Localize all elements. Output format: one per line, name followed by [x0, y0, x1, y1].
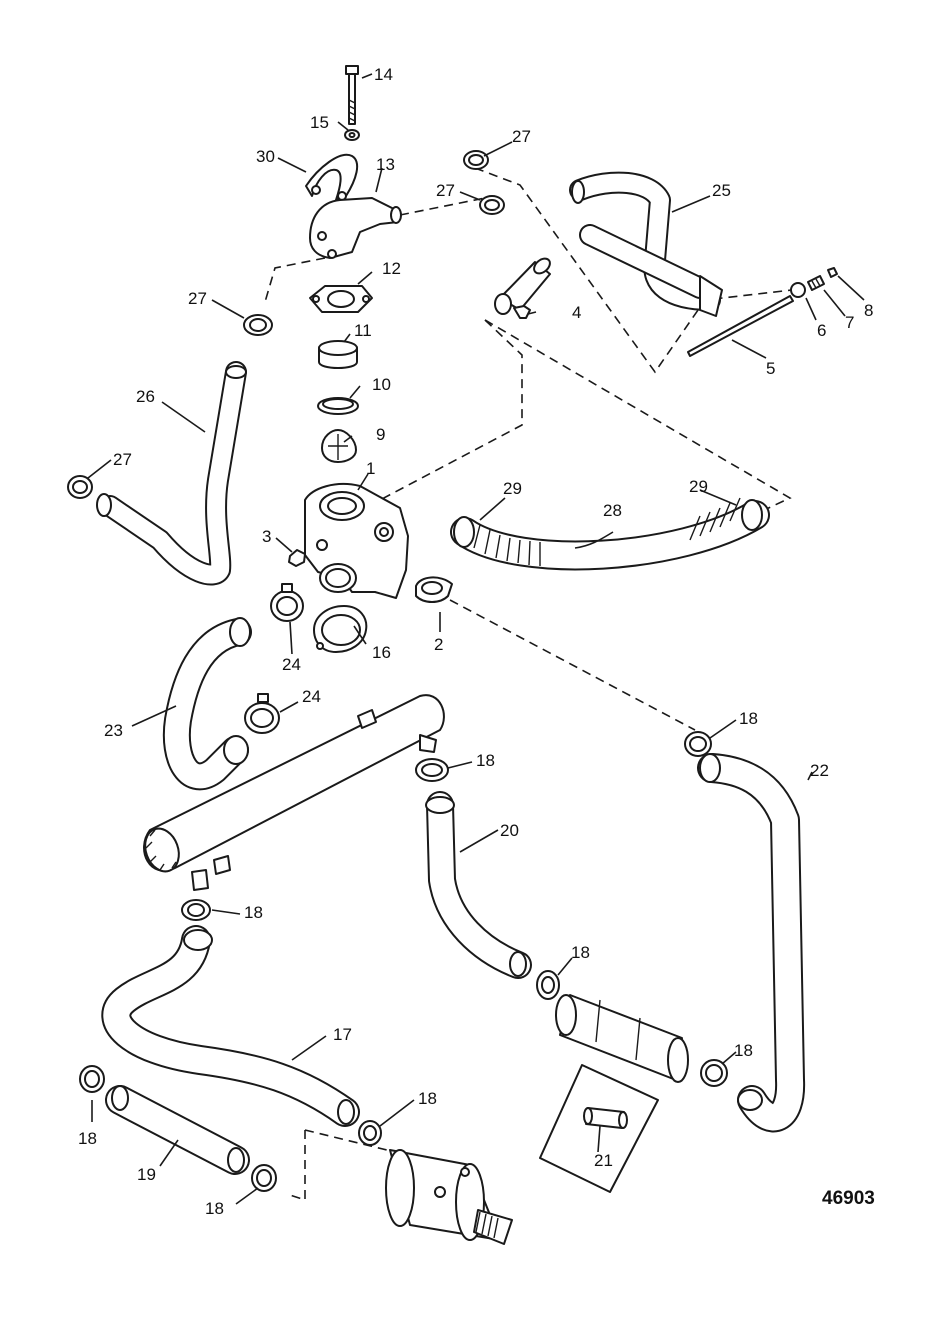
washer-part: [344, 129, 360, 141]
nut-part: [827, 267, 838, 278]
hose-20-part: [425, 791, 532, 979]
clamp-18-pump-top: [358, 1120, 382, 1146]
hose-19-part: [105, 1085, 250, 1175]
clamp-27-left-upper: [243, 314, 273, 336]
hose-22-part: [697, 753, 806, 1133]
label-1: 1: [366, 459, 375, 478]
label-19: 19: [137, 1165, 156, 1184]
hose-26-part: [96, 361, 247, 586]
leader-lines: [87, 73, 865, 1205]
label-18f: 18: [418, 1089, 437, 1108]
figure-number: 46903: [822, 1188, 875, 1209]
label-5: 5: [766, 359, 775, 378]
label-27c: 27: [188, 289, 207, 308]
label-16: 16: [372, 643, 391, 662]
label-10: 10: [372, 375, 391, 394]
fitting-part: [415, 576, 453, 603]
bolt-part: [345, 65, 359, 125]
clamp-24-upper: [270, 583, 304, 622]
label-15: 15: [310, 113, 329, 132]
thermostat-housing-part: [304, 482, 409, 599]
clamp-24-lower: [244, 693, 280, 734]
bracket-part: [305, 153, 359, 201]
hose-17-part: [101, 925, 360, 1127]
label-18c: 18: [244, 903, 263, 922]
clamp-18-manifold: [181, 899, 211, 921]
clamp-18-left: [79, 1065, 105, 1093]
label-18g: 18: [78, 1129, 97, 1148]
hose-28-part: [450, 497, 770, 571]
label-12: 12: [382, 259, 401, 278]
crossover-pipe-part: [569, 171, 723, 317]
plug-part: [288, 549, 306, 567]
tee-fitting-part: [494, 257, 551, 319]
clamp-18-right-lower: [700, 1059, 728, 1087]
water-pump-part: [385, 1149, 513, 1245]
label-29b: 29: [689, 477, 708, 496]
clamp-18-center-lower: [536, 970, 560, 1000]
clamp-18-pump-bottom: [251, 1164, 277, 1192]
label-20: 20: [500, 821, 519, 840]
manifold-part: [143, 694, 445, 891]
label-18a: 18: [739, 709, 758, 728]
label-3: 3: [262, 527, 271, 546]
label-30: 30: [256, 147, 275, 166]
coupler-inset-box: [539, 1064, 659, 1193]
spring-part: [807, 275, 825, 291]
label-27a: 27: [512, 127, 531, 146]
label-23: 23: [104, 721, 123, 740]
label-18h: 18: [205, 1199, 224, 1218]
label-18b: 18: [476, 751, 495, 770]
label-14: 14: [374, 65, 393, 84]
label-26: 26: [136, 387, 155, 406]
label-29a: 29: [503, 479, 522, 498]
label-18d: 18: [571, 943, 590, 962]
label-21: 21: [594, 1151, 613, 1170]
elbow-housing-part: [309, 197, 402, 259]
clamp-27-mid: [479, 195, 505, 215]
seal-ring-part: [317, 397, 359, 415]
strainer-part: [555, 994, 689, 1083]
label-27b: 27: [436, 181, 455, 200]
label-13: 13: [376, 155, 395, 174]
label-22: 22: [810, 761, 829, 780]
label-2: 2: [434, 635, 443, 654]
label-24b: 24: [302, 687, 321, 706]
label-9: 9: [376, 425, 385, 444]
clamp-27-top: [463, 150, 489, 170]
callout-labels: 14 15 30 13 27 27 25 12 27 4 6 7 8 11 5 …: [78, 65, 875, 1218]
label-27d: 27: [113, 450, 132, 469]
gasket-part: [309, 285, 373, 313]
label-24a: 24: [282, 655, 301, 674]
clamp-27-left-lower: [67, 475, 93, 499]
label-28: 28: [603, 501, 622, 520]
label-17: 17: [333, 1025, 352, 1044]
spacer-part: [790, 282, 806, 298]
clamp-29-right: [741, 499, 763, 531]
label-11: 11: [354, 321, 372, 340]
clamp-18-center-top: [415, 758, 449, 782]
connection-lines: [264, 167, 793, 1202]
label-18e: 18: [734, 1041, 753, 1060]
clamp-29-left: [453, 516, 475, 548]
housing-gasket-part: [313, 605, 368, 653]
label-8: 8: [864, 301, 873, 320]
thermostat-part: [321, 429, 357, 463]
sleeve-part: [318, 340, 358, 369]
label-4: 4: [572, 303, 581, 322]
clamp-18-right-top: [684, 731, 712, 757]
rod-part: [687, 295, 794, 357]
label-6: 6: [817, 321, 826, 340]
label-25: 25: [712, 181, 731, 200]
label-7: 7: [845, 313, 854, 332]
hose-23-part: [162, 617, 252, 791]
